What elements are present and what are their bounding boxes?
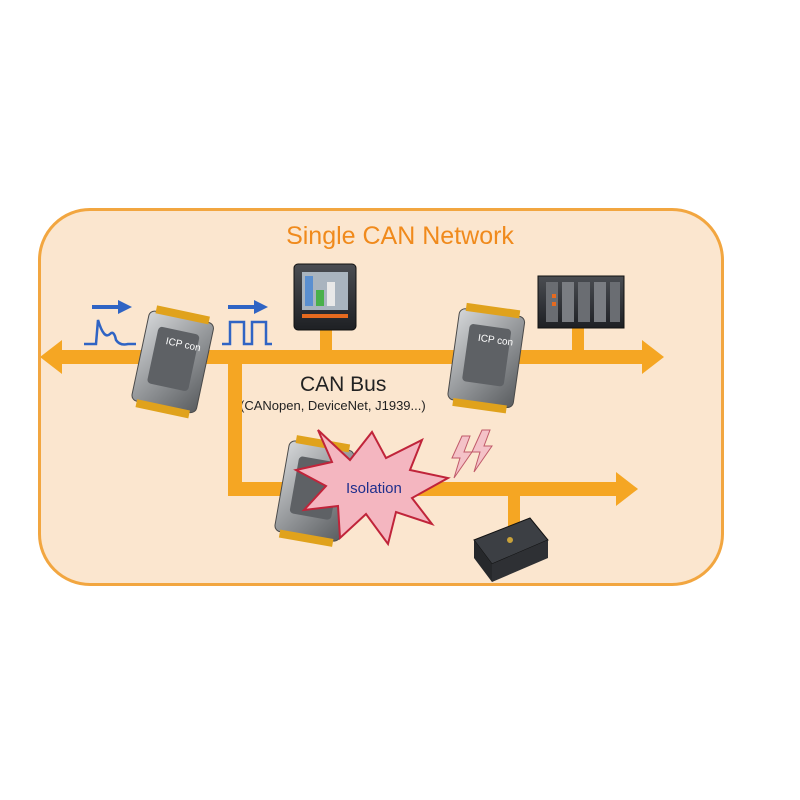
diagram-title: Single CAN Network bbox=[286, 222, 514, 250]
plc-drop bbox=[508, 494, 520, 528]
can-module-icon: ICP con bbox=[447, 302, 526, 414]
module-brand: ICP con bbox=[477, 333, 514, 349]
lightning-icon bbox=[451, 429, 493, 479]
rack-controller-icon bbox=[537, 275, 625, 329]
hmi-panel-icon bbox=[293, 263, 357, 331]
digital-signal-icon bbox=[222, 320, 272, 346]
can-module-icon: ICP con bbox=[131, 305, 214, 419]
plc-icon bbox=[473, 517, 549, 582]
right-arrow-icon bbox=[92, 300, 132, 314]
isolation-label: Isolation bbox=[346, 480, 402, 497]
rack-drop bbox=[572, 328, 584, 354]
right-arrow-icon bbox=[228, 300, 268, 314]
branch-drop bbox=[228, 362, 242, 490]
analog-signal-icon bbox=[84, 319, 136, 346]
bus-protocols: (CANopen, DeviceNet, J1939...) bbox=[240, 398, 426, 413]
bus-label: CAN Bus bbox=[300, 373, 387, 396]
starburst-icon bbox=[293, 429, 451, 547]
hmi-drop bbox=[320, 328, 332, 354]
